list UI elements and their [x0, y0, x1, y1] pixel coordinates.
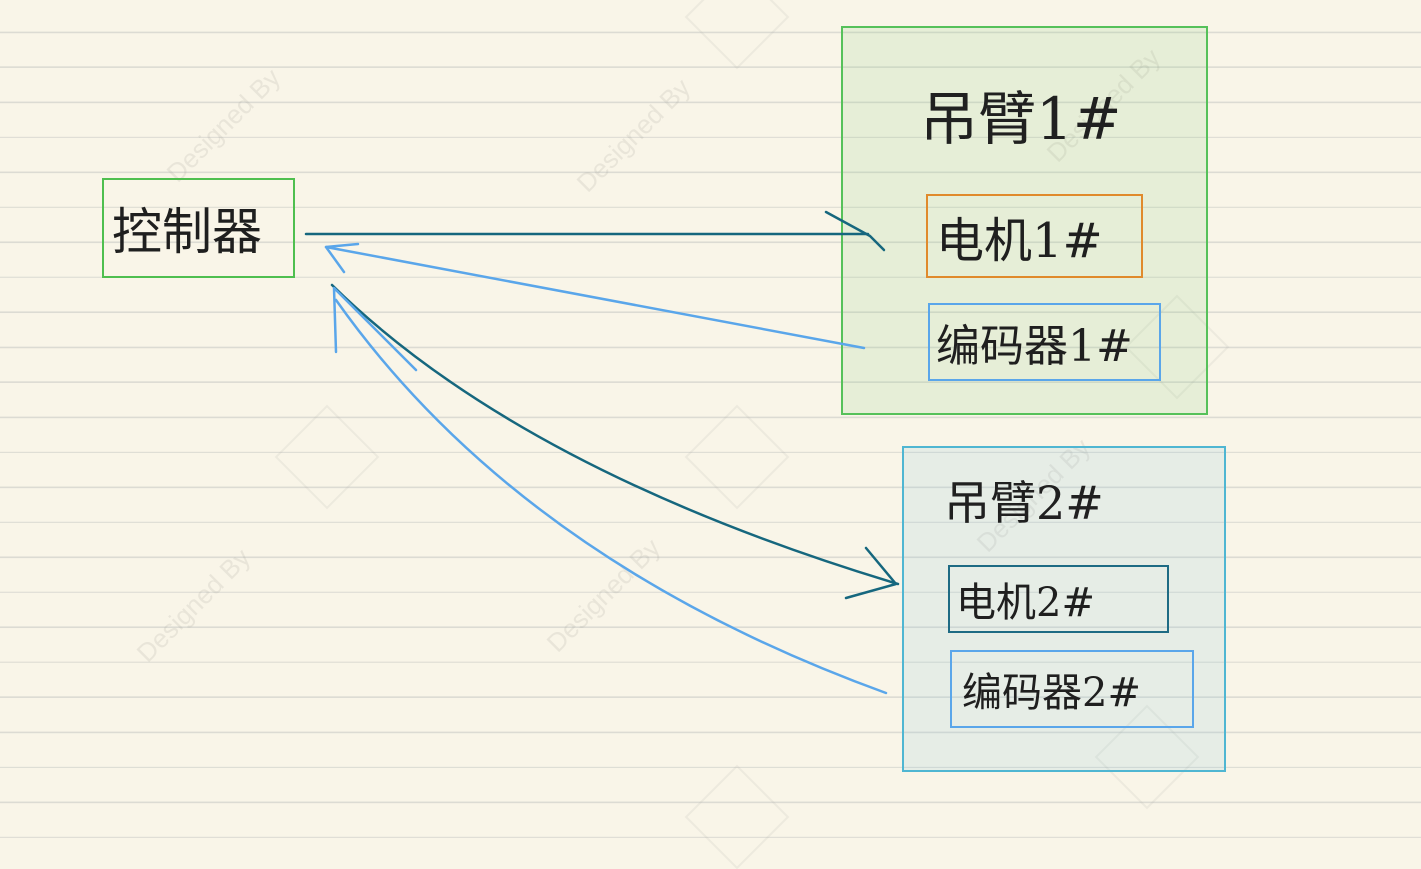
motor-1-box: 电机1# [926, 194, 1143, 278]
arrow-controller-to-motor-2 [330, 283, 900, 600]
motor-2-box: 电机2# [948, 565, 1169, 633]
boom-1-container [841, 26, 1208, 415]
encoder-1-label: 编码器1# [936, 321, 1133, 372]
boom-2-title: 吊臂2# [944, 476, 1104, 530]
encoder-2-box: 编码器2# [950, 650, 1194, 728]
boom-2-container [902, 446, 1226, 772]
encoder-2-label: 编码器2# [962, 670, 1141, 716]
boom-1-title: 吊臂1# [920, 85, 1122, 153]
motor-1-label: 电机1# [936, 213, 1103, 269]
motor-2-label: 电机2# [956, 580, 1095, 626]
connection-arrows [304, 210, 900, 695]
controller-box: 控制器 [102, 178, 295, 278]
controller-label: 控制器 [112, 203, 262, 261]
arrow-controller-to-motor-1 [304, 210, 886, 252]
arrow-encoder-1-to-controller [324, 242, 866, 350]
arrow-encoder-2-to-controller [332, 286, 888, 695]
encoder-1-box: 编码器1# [928, 303, 1161, 381]
